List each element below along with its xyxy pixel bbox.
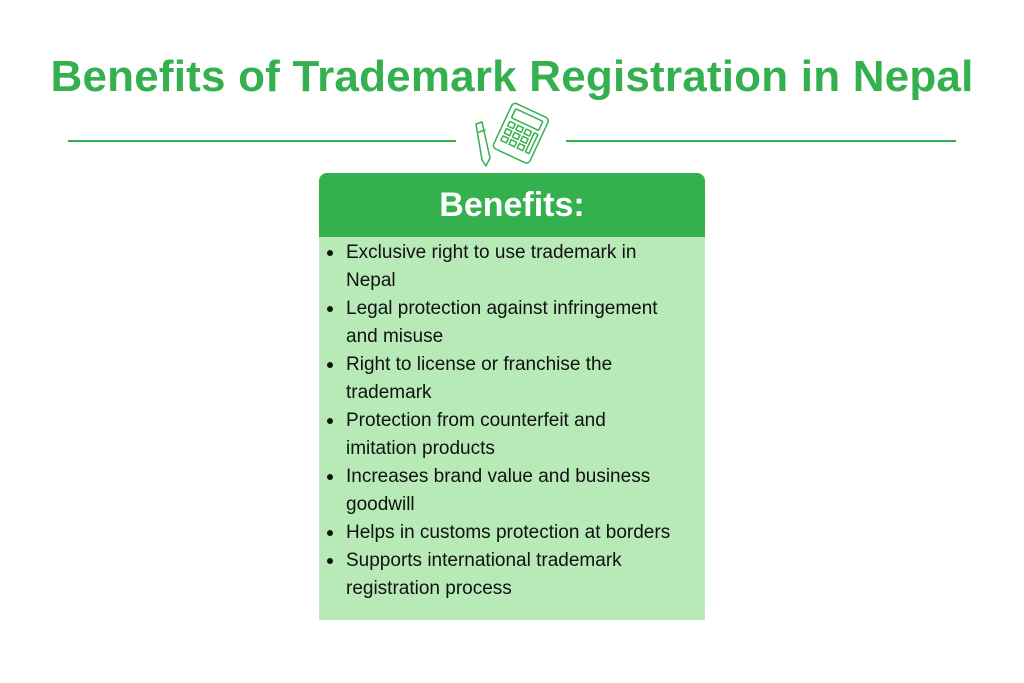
bullet-icon [327, 250, 333, 256]
divider-left [68, 140, 456, 142]
list-item: Helps in customs protection at borders [327, 519, 697, 547]
card-heading: Benefits: [319, 173, 705, 237]
bullet-icon [327, 530, 333, 536]
bullet-icon [327, 558, 333, 564]
calculator-and-pen-icon [475, 102, 549, 167]
bullet-icon [327, 418, 333, 424]
divider-right [566, 140, 956, 142]
bullet-icon [327, 362, 333, 368]
benefits-card: Benefits: Exclusive right to use tradema… [319, 173, 705, 620]
bullet-icon [327, 306, 333, 312]
bullet-icon [327, 474, 333, 480]
page-title: Benefits of Trademark Registration in Ne… [50, 52, 974, 101]
